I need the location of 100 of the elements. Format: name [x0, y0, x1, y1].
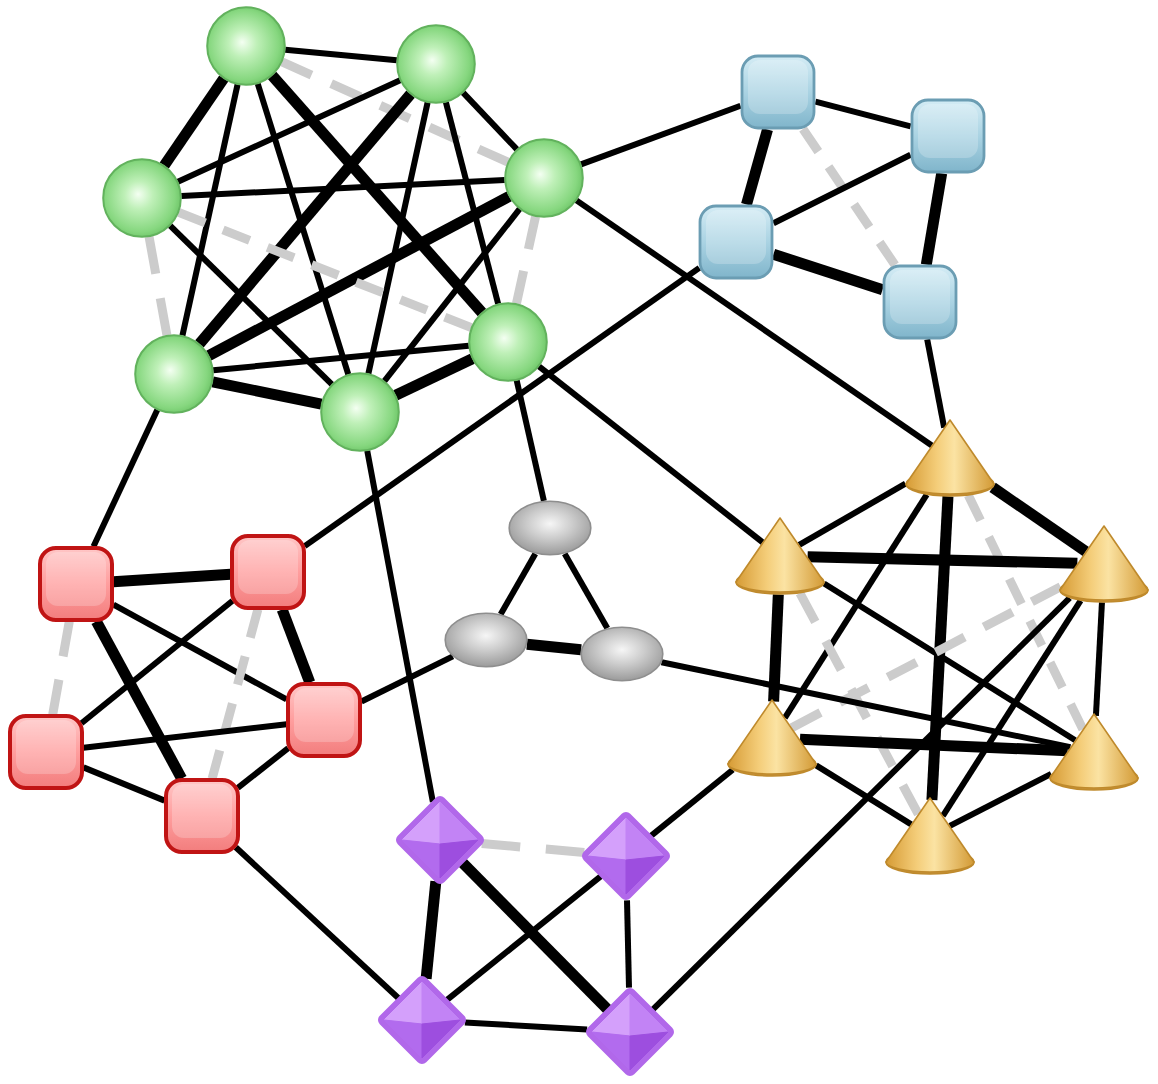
sphere-node: [320, 372, 400, 452]
thick-connector: [206, 191, 512, 361]
connector-line: [360, 653, 455, 705]
connector-line: [537, 364, 765, 545]
dashed-connector: [964, 493, 1087, 732]
connector-line: [822, 580, 1077, 743]
ellipsoid-node: [508, 500, 592, 556]
cone-node: [1048, 712, 1140, 792]
cube-node: [164, 778, 240, 854]
cube-node: [8, 714, 84, 790]
dashed-connector: [207, 608, 263, 780]
dashed-connector: [512, 215, 540, 305]
thick-connector: [268, 71, 486, 317]
ellipsoid-node: [580, 626, 664, 682]
connector-line: [176, 77, 402, 185]
connector-line: [460, 90, 520, 152]
sphere-node: [396, 24, 476, 104]
connector-line: [940, 598, 1084, 818]
connector-line: [442, 101, 502, 305]
thick-connector: [159, 75, 229, 169]
thick-connector: [807, 551, 1078, 569]
connector-line: [254, 82, 352, 376]
connector-line: [90, 408, 161, 548]
connector-line: [212, 342, 470, 374]
connector-line: [660, 659, 1071, 751]
ellipsoid-node: [444, 612, 528, 668]
thick-connector: [768, 594, 784, 702]
connector-line: [948, 771, 1053, 829]
thick-connector: [926, 496, 954, 801]
cube-node: [910, 98, 986, 174]
dashed-connector: [280, 57, 510, 167]
cone-node: [734, 516, 826, 596]
sphere-node: [468, 302, 548, 382]
connector-line: [445, 873, 603, 1003]
connector-line: [649, 767, 735, 839]
thick-connector: [91, 618, 187, 782]
connector-line: [168, 223, 334, 387]
cone-node: [884, 796, 976, 876]
cube-node: [740, 54, 816, 130]
connector-line: [498, 552, 538, 616]
thick-connector: [113, 568, 231, 588]
sphere-node: [504, 138, 584, 218]
cone-node: [904, 418, 996, 498]
connector-line: [579, 102, 742, 168]
connector-line: [112, 601, 288, 703]
dashed-connector: [144, 235, 172, 337]
octahedron-node: [582, 812, 670, 900]
connector-line: [574, 197, 934, 448]
thick-connector: [989, 482, 1089, 557]
connector-line: [302, 265, 702, 549]
connector-line: [814, 98, 912, 130]
dashed-connector: [177, 208, 473, 332]
sphere-node: [206, 6, 286, 86]
thick-connector: [799, 733, 1068, 757]
cube-node: [882, 264, 958, 340]
connector-line: [513, 379, 547, 502]
connector-line: [814, 762, 913, 827]
connector-line: [233, 845, 401, 1001]
cone-node: [1058, 524, 1150, 604]
connector-line: [1092, 602, 1105, 717]
sphere-node: [102, 158, 182, 238]
cube-node: [38, 546, 114, 622]
thick-connector: [741, 127, 773, 207]
thick-connector: [195, 90, 415, 348]
octahedron-node: [396, 796, 484, 884]
connector-line: [82, 764, 166, 804]
thick-connector: [211, 376, 323, 410]
connector-line: [782, 492, 930, 720]
thick-connector: [526, 638, 582, 656]
connector-line: [772, 152, 912, 226]
thick-connector: [771, 248, 885, 296]
octahedron-node: [586, 988, 674, 1076]
dashed-connector: [799, 126, 899, 268]
thick-connector: [420, 880, 442, 980]
connector-line: [924, 338, 948, 429]
cone-node: [726, 698, 818, 778]
connector-line: [562, 552, 610, 630]
connector-line: [464, 1019, 588, 1033]
thick-connector: [277, 607, 315, 685]
cube-node: [230, 534, 306, 610]
cube-node: [698, 204, 774, 280]
sphere-node: [134, 334, 214, 414]
connector-line: [79, 598, 235, 726]
connector-line: [382, 207, 522, 383]
connector-line: [365, 101, 431, 375]
connector-line: [624, 900, 632, 988]
cube-node: [286, 682, 362, 758]
dashed-connector: [481, 839, 585, 857]
connector-line: [181, 176, 505, 200]
octahedron-node: [378, 976, 466, 1064]
thick-connector: [458, 858, 612, 1014]
connector-line: [284, 46, 398, 64]
connector-line: [650, 595, 1072, 1012]
dashed-connector: [795, 590, 923, 817]
connector-line: [235, 745, 291, 791]
dashed-connector: [48, 620, 74, 716]
connector-line: [83, 721, 287, 751]
connector-line: [797, 481, 907, 548]
thick-connector: [393, 353, 475, 401]
dashed-connector: [789, 582, 1063, 732]
